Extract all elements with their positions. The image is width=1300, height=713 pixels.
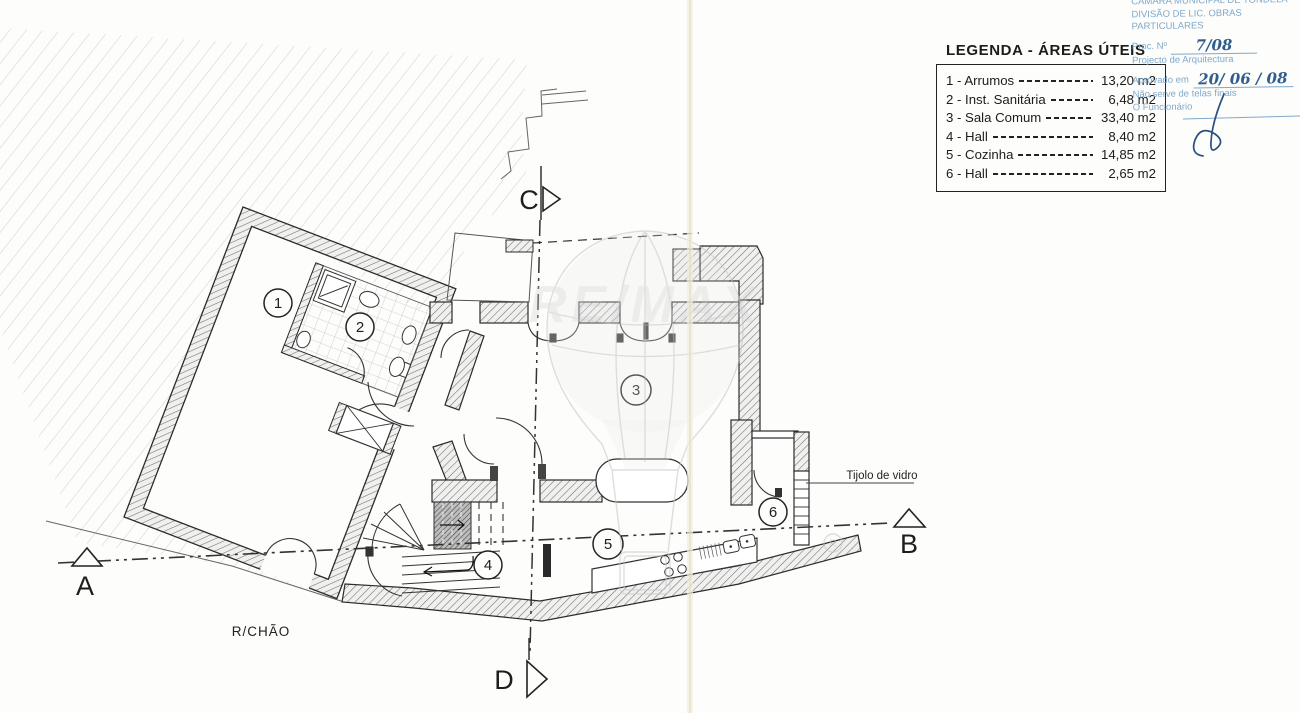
section-label-a: A bbox=[76, 571, 94, 601]
stamp-process-label: Proc. Nº bbox=[1131, 40, 1168, 53]
room-circle-5: 5 bbox=[592, 528, 624, 560]
legend-leader bbox=[1050, 98, 1093, 101]
left-wing-walls bbox=[123, 206, 457, 600]
closet bbox=[327, 401, 402, 455]
watermark-brand: RE/MAX bbox=[529, 276, 761, 334]
paper-fold-crease bbox=[687, 0, 693, 713]
legend-item-value: 14,85 m2 bbox=[1101, 147, 1156, 162]
double-door-arcs bbox=[463, 417, 543, 465]
door-swing-arc bbox=[347, 347, 365, 382]
hall6-walls bbox=[730, 419, 810, 506]
living-room-walls bbox=[429, 245, 764, 503]
legend-item-value: 33,40 m2 bbox=[1101, 110, 1156, 125]
legend-item-label: 3 - Sala Comum bbox=[946, 110, 1042, 125]
left-wing bbox=[123, 206, 457, 600]
watermark-registered: R bbox=[829, 538, 837, 550]
room-circle-3: 3 bbox=[620, 374, 652, 406]
legend-item-value: 8,40 m2 bbox=[1108, 128, 1156, 144]
section-label-d: D bbox=[494, 665, 514, 695]
legend-leader bbox=[1019, 80, 1093, 83]
section-marker-d bbox=[526, 659, 549, 699]
shower-drain-line bbox=[319, 285, 348, 298]
signature bbox=[1183, 93, 1300, 157]
section-markers bbox=[70, 185, 927, 699]
legend-item-label: 4 - Hall bbox=[946, 128, 988, 144]
room-circle-6: 6 bbox=[758, 497, 788, 527]
legend-item-value: 2,65 m2 bbox=[1108, 165, 1156, 181]
legend-row: 6 - Hall 2,65 m2 bbox=[946, 165, 1156, 184]
stove-burner bbox=[677, 564, 687, 574]
legend-item-label: 2 - Inst. Sanitária bbox=[946, 91, 1046, 107]
door-leaf bbox=[543, 544, 551, 577]
svg-text:5: 5 bbox=[604, 536, 612, 553]
stamp-approved-label: Aprovado em bbox=[1132, 74, 1189, 87]
section-marker-b bbox=[892, 507, 927, 528]
section-marker-c bbox=[542, 185, 562, 213]
svg-text:1: 1 bbox=[274, 295, 282, 312]
legend-leader bbox=[1018, 154, 1093, 157]
remax-watermark: RE/MAX R bbox=[529, 230, 843, 595]
room-circle-2: 2 bbox=[345, 312, 375, 342]
legend-title: LEGENDA - ÁREAS ÚTEIS bbox=[946, 42, 1146, 59]
glass-brick-wall bbox=[793, 470, 810, 546]
stove-burner bbox=[673, 552, 683, 562]
sink-unit bbox=[698, 533, 757, 560]
svg-text:6: 6 bbox=[769, 504, 777, 521]
door-leaf bbox=[775, 488, 782, 497]
washbasin-fixture bbox=[296, 330, 311, 349]
washbasin-fixture bbox=[359, 291, 380, 308]
section-marker-a bbox=[70, 546, 104, 567]
legend-row: 2 - Inst. Sanitária 6,48 m2 bbox=[946, 91, 1156, 110]
door-swing-arc bbox=[440, 329, 470, 359]
legend-item-value: 6,48 m2 bbox=[1108, 91, 1156, 107]
glass-brick-label: Tijolo de vidro bbox=[846, 470, 917, 482]
svg-text:4: 4 bbox=[484, 557, 492, 574]
double-door-arcs bbox=[265, 538, 317, 575]
legend-item-label: 6 - Hall bbox=[946, 165, 988, 181]
section-label-c: C bbox=[519, 185, 539, 215]
legend-leader bbox=[992, 172, 1093, 175]
stamp-process-row: Proc. Nº 7/08 bbox=[1132, 32, 1300, 56]
door-opening bbox=[259, 554, 315, 589]
floor-label: R/CHÃO bbox=[232, 624, 291, 639]
section-line-cd bbox=[528, 166, 542, 660]
svg-text:3: 3 bbox=[632, 382, 640, 399]
legend-leader bbox=[992, 135, 1093, 138]
legend-item-label: 1 - Arrumos bbox=[946, 73, 1015, 88]
site-boundary-lines bbox=[45, 88, 589, 603]
kitchen-counter bbox=[591, 533, 758, 594]
interior-doors bbox=[365, 381, 415, 597]
legend: LEGENDA - ÁREAS ÚTEIS 1 - Arrumos 13,20 … bbox=[936, 42, 1166, 192]
legend-box: 1 - Arrumos 13,20 m2 2 - Inst. Sanitária… bbox=[936, 64, 1166, 192]
section-line-ab bbox=[57, 522, 892, 564]
terrain-hatching bbox=[0, 28, 529, 602]
bidet-fixture bbox=[401, 325, 417, 345]
legend-row: 4 - Hall 8,40 m2 bbox=[946, 128, 1156, 147]
glass-brick-annotation: Tijolo de vidro bbox=[806, 470, 918, 484]
toilet-fixture bbox=[389, 356, 405, 377]
door-post bbox=[490, 466, 498, 481]
legend-leader bbox=[1046, 117, 1093, 120]
window-swing-symbols bbox=[527, 322, 676, 343]
legend-item-value: 13,20 m2 bbox=[1101, 73, 1156, 88]
south-wall bbox=[341, 534, 862, 622]
svg-text:2: 2 bbox=[356, 319, 364, 336]
room-circle-4: 4 bbox=[473, 550, 503, 580]
door-post bbox=[538, 464, 546, 479]
section-label-b: B bbox=[900, 529, 918, 559]
legend-row: 1 - Arrumos 13,20 m2 bbox=[946, 72, 1156, 91]
legend-row: 3 - Sala Comum 33,40 m2 bbox=[946, 109, 1156, 128]
stamp-process-value: 7/08 bbox=[1195, 36, 1233, 55]
stove-burner bbox=[664, 567, 674, 577]
room-numbers: 1 2 3 4 5 6 bbox=[263, 288, 788, 580]
legend-row: 5 - Cozinha 14,85 m2 bbox=[946, 146, 1156, 165]
signature-stroke bbox=[1192, 93, 1225, 157]
room-circle-1: 1 bbox=[263, 288, 293, 318]
legend-item-label: 5 - Cozinha bbox=[946, 147, 1014, 162]
registered-mark-icon bbox=[823, 533, 843, 553]
